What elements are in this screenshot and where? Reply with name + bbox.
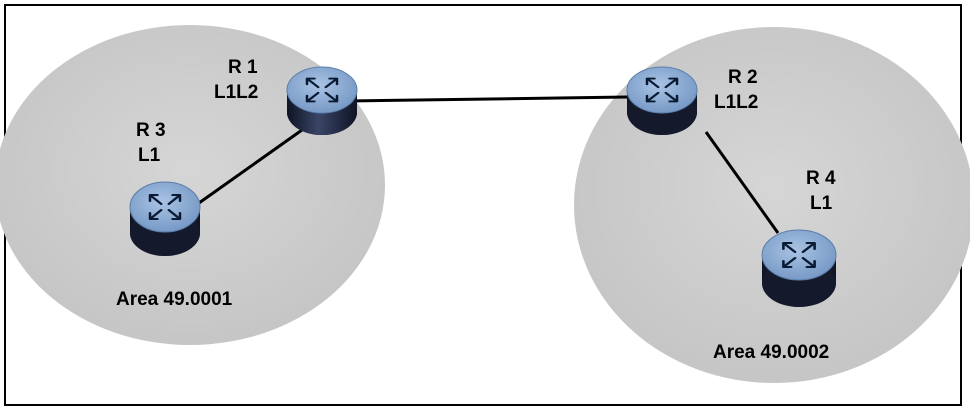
router-r3-name: R 3 bbox=[136, 120, 166, 141]
area-2-label: Area 49.0002 bbox=[713, 342, 829, 363]
router-r1[interactable] bbox=[286, 66, 358, 135]
router-r4-level: L1 bbox=[810, 193, 833, 214]
router-r2[interactable] bbox=[626, 66, 698, 135]
router-r2-name: R 2 bbox=[728, 67, 758, 88]
router-r2-level: L1L2 bbox=[714, 92, 758, 113]
router-r1-name: R 1 bbox=[228, 57, 258, 78]
router-r4-name: R 4 bbox=[806, 168, 836, 189]
link-r1-r2 bbox=[347, 95, 628, 103]
link-r2-r4 bbox=[704, 131, 780, 234]
area-1-label: Area 49.0001 bbox=[116, 289, 233, 310]
router-r4[interactable] bbox=[761, 229, 837, 307]
link-r1-r3 bbox=[198, 128, 303, 205]
router-r3[interactable] bbox=[129, 181, 201, 256]
router-r1-level: L1L2 bbox=[214, 82, 258, 103]
router-r3-level: L1 bbox=[138, 145, 161, 166]
